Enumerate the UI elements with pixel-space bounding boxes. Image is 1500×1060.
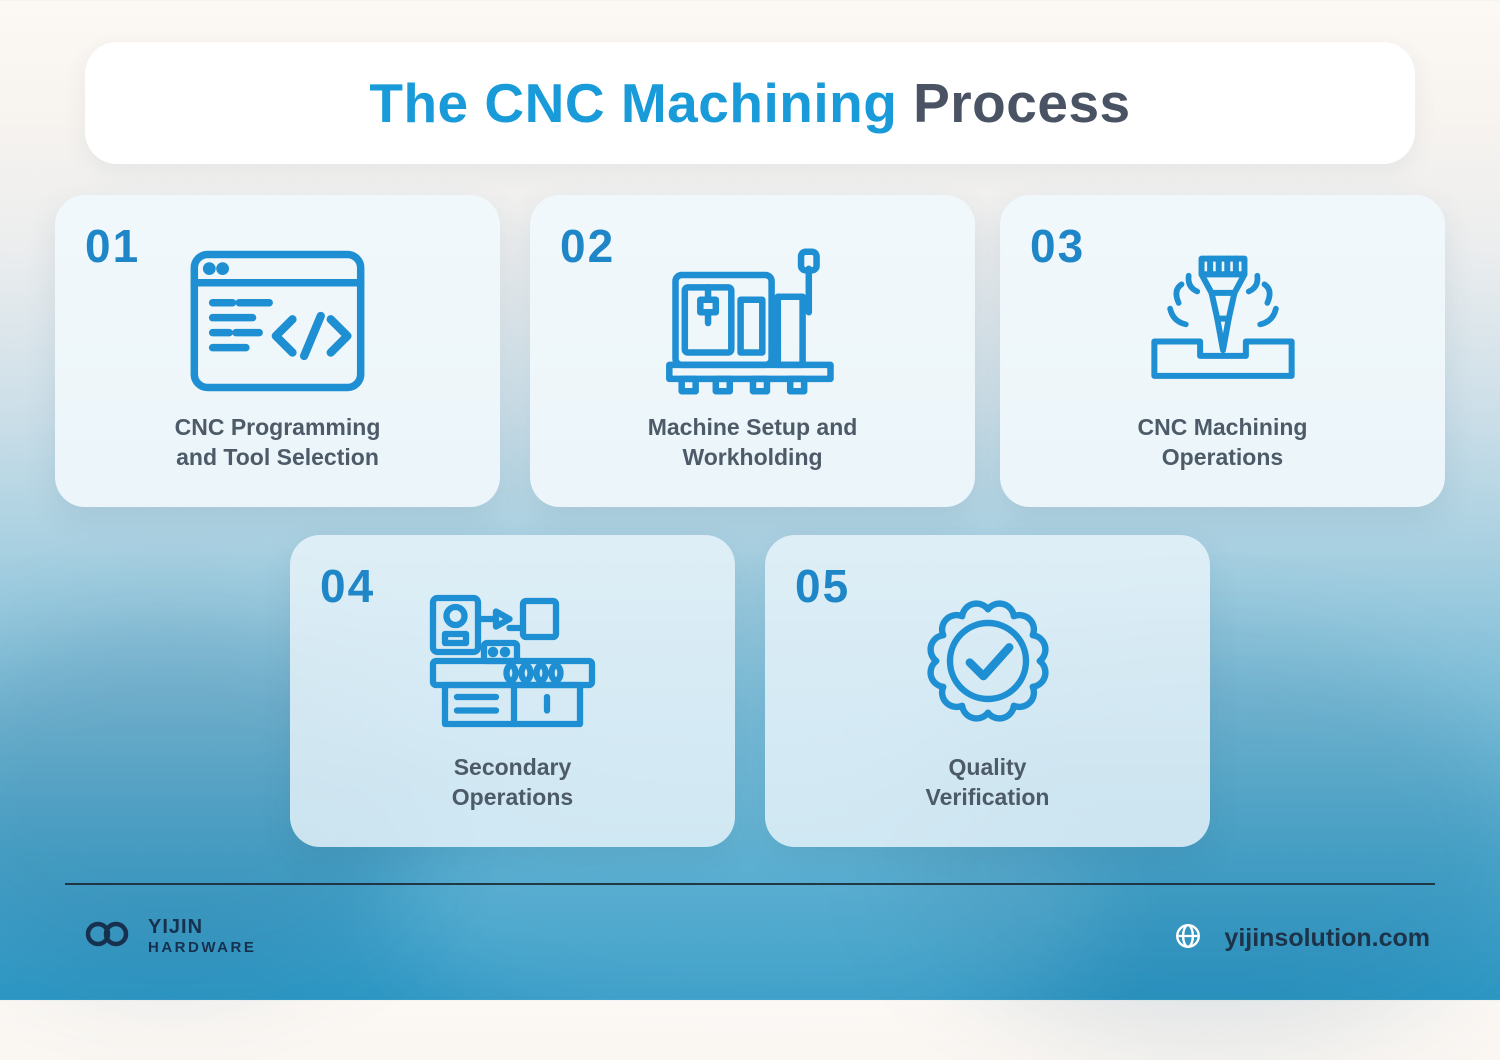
- step-card-03: 03 CNC Machining Operations: [1000, 195, 1445, 507]
- title-card: The CNC Machining Process: [85, 42, 1415, 164]
- brand-logo: YIJIN HARDWARE: [82, 916, 256, 956]
- page-title-rest: Process: [897, 72, 1131, 134]
- quality-badge-icon: [765, 535, 1210, 753]
- step-card-01: 01 CNC Programming and Tool Selection: [55, 195, 500, 507]
- cnc-machine-icon: [530, 195, 975, 413]
- step-number: 01: [85, 220, 141, 272]
- step-label: Machine Setup and Workholding: [647, 414, 858, 471]
- code-window-icon: [55, 195, 500, 413]
- step-card-02: 02 Machine Setup and Workholding: [530, 195, 975, 507]
- step-card-04: 04 Secondary Operations: [290, 535, 735, 847]
- footer-divider: [65, 883, 1435, 885]
- infinity-logo-icon: [82, 918, 134, 955]
- step-number: 02: [560, 220, 616, 272]
- website-url[interactable]: yijinsolution.com: [1224, 924, 1430, 952]
- step-number: 05: [795, 560, 851, 612]
- brand-text: YIJIN HARDWARE: [148, 916, 256, 956]
- step-label: CNC Machining Operations: [1137, 414, 1308, 471]
- page-title: The CNC Machining Process: [369, 71, 1130, 135]
- step-label: Secondary Operations: [451, 754, 574, 811]
- brand-name: YIJIN: [148, 916, 204, 938]
- globe-icon: [1174, 922, 1202, 955]
- brand-name-secondary: HARDWARE: [148, 939, 257, 956]
- page-title-highlight: The CNC Machining: [369, 72, 898, 134]
- step-label: Quality Verification: [925, 754, 1050, 811]
- website-link[interactable]: yijinsolution.com: [1174, 922, 1430, 955]
- step-number: 03: [1030, 220, 1086, 272]
- lathe-machine-icon: [290, 535, 735, 753]
- step-card-05: 05 Quality Verification: [765, 535, 1210, 847]
- step-number: 04: [320, 560, 376, 612]
- milling-operation-icon: [1000, 195, 1445, 413]
- step-label: CNC Programming and Tool Selection: [174, 414, 381, 471]
